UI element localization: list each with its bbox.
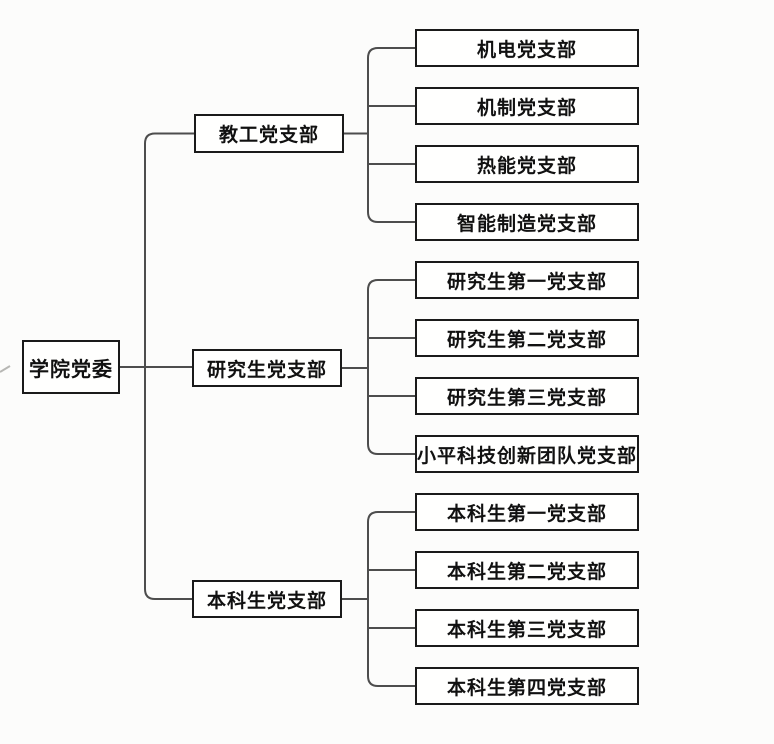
node-mechanical-design-party-branch: 机制党支部 — [415, 87, 639, 125]
node-intelligent-manufacturing-party-branch: 智能制造党支部 — [415, 203, 639, 241]
node-graduate-second-party-branch: 研究生第二党支部 — [415, 319, 639, 357]
node-undergrad-third-party-branch: 本科生第三党支部 — [415, 609, 639, 647]
node-thermal-energy-party-branch: 热能党支部 — [415, 145, 639, 183]
node-graduate-third-party-branch: 研究生第三党支部 — [415, 377, 639, 415]
node-electromechanical-party-branch: 机电党支部 — [415, 29, 639, 67]
node-graduate-party-branch: 研究生党支部 — [192, 349, 342, 387]
node-undergraduate-party-branch: 本科生党支部 — [192, 580, 342, 618]
node-xiaoping-innovation-team-party-branch: 小平科技创新团队党支部 — [415, 435, 639, 473]
node-undergrad-second-party-branch: 本科生第二党支部 — [415, 551, 639, 589]
node-college-party-committee: 学院党委 — [22, 340, 120, 394]
node-graduate-first-party-branch: 研究生第一党支部 — [415, 261, 639, 299]
node-undergrad-first-party-branch: 本科生第一党支部 — [415, 493, 639, 531]
node-faculty-party-branch: 教工党支部 — [194, 114, 344, 153]
node-undergrad-fourth-party-branch: 本科生第四党支部 — [415, 667, 639, 705]
